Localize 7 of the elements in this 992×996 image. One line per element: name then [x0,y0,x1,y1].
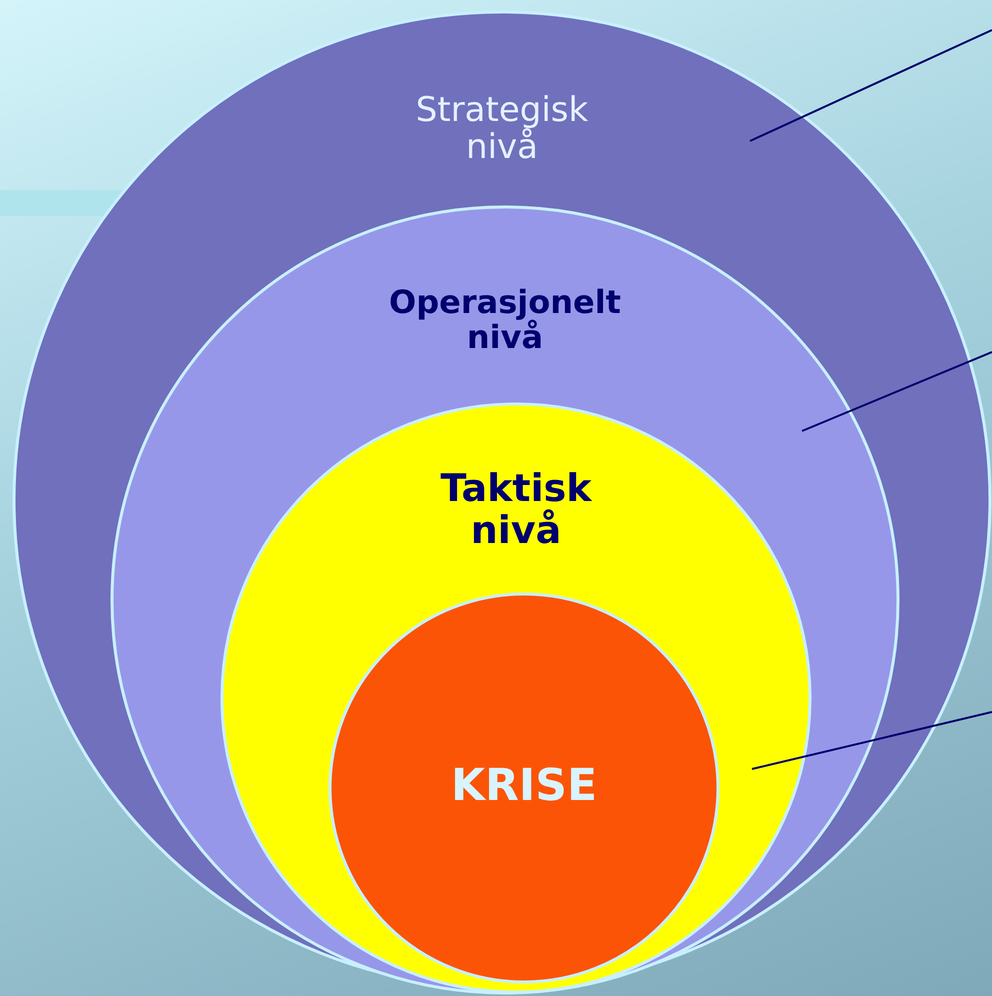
level-label: Taktisk nivå [439,468,593,552]
leader-line [752,711,992,770]
leader-line [750,29,992,142]
leader-line [802,351,992,432]
level-label: KRISE [450,762,598,810]
level-label: Operasjonelt nivå [388,285,622,356]
level-label: Strategisk nivå [414,92,590,167]
